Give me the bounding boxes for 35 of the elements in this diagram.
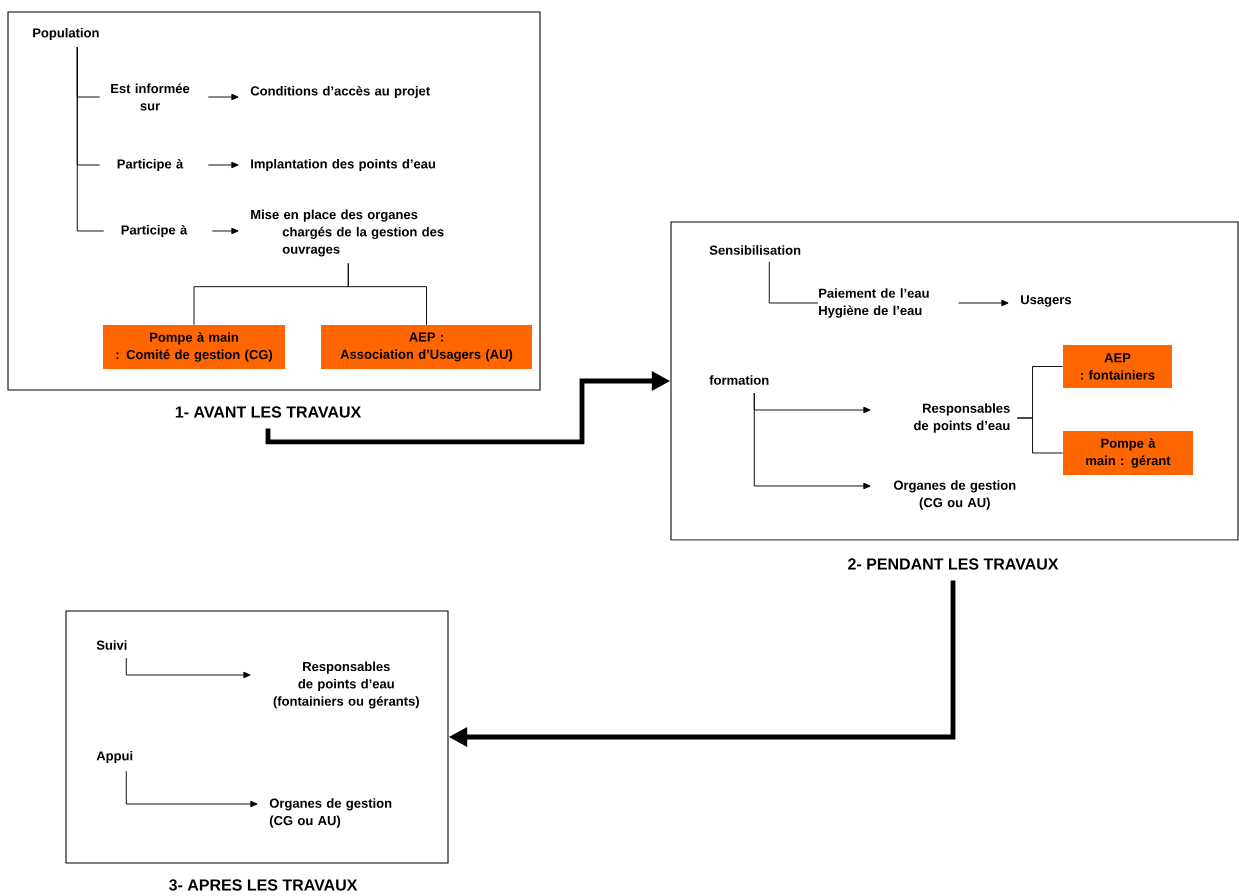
label-text: Responsables de points d’eau (fontainiers ou gérants) [273,661,419,709]
connector-line [768,261,819,304]
role-box: AEP : fontainiers [1063,345,1172,388]
label-text: Appui [96,750,133,764]
label-text: Responsables de points d’eau [914,403,1010,433]
arrow [207,161,239,169]
panel-heading: 3- APRES LES TRAVAUX [169,879,358,891]
label-text: Participe à [117,158,184,172]
label-text: Organes de gestion (CG ou AU) [893,480,1016,510]
connector-line [76,46,105,232]
arrow [211,227,239,235]
label-text: Participe à [121,224,188,238]
arrow [125,657,251,679]
arrow [958,299,1009,307]
connector-line [347,262,427,326]
label-text: Usagers [1021,295,1072,307]
label-text: Paiement de l’eau Hygiène de l’eau [819,288,929,318]
label-text: formation [709,375,769,385]
label-text: Conditions d’accès au projet [250,85,430,99]
role-box: Pompe à main : Comité de gestion (CG) [103,325,285,369]
arrow [125,770,258,808]
label-text: Sensibilisation [709,245,801,255]
arrow [753,392,871,490]
label-text: Est informée sur [111,83,190,111]
panel-heading: 2- PENDANT LES TRAVAUX [848,558,1059,570]
role-box: AEP : Association d’Usagers (AU) [321,325,532,369]
arrow [207,93,239,101]
label-text: Organes de gestion (CG ou AU) [269,798,392,828]
label-text: Suivi [96,640,127,650]
label-text: Mise en place des organes chargés de la gestion des ouvrages [251,209,444,257]
role-box: Pompe à main : gérant [1063,431,1193,475]
label-text: Population [33,27,99,41]
panel-heading: 1- AVANT LES TRAVAUX [175,406,362,418]
label-text: Implantation des points d’eau [251,158,436,172]
connector-line [1016,417,1064,454]
